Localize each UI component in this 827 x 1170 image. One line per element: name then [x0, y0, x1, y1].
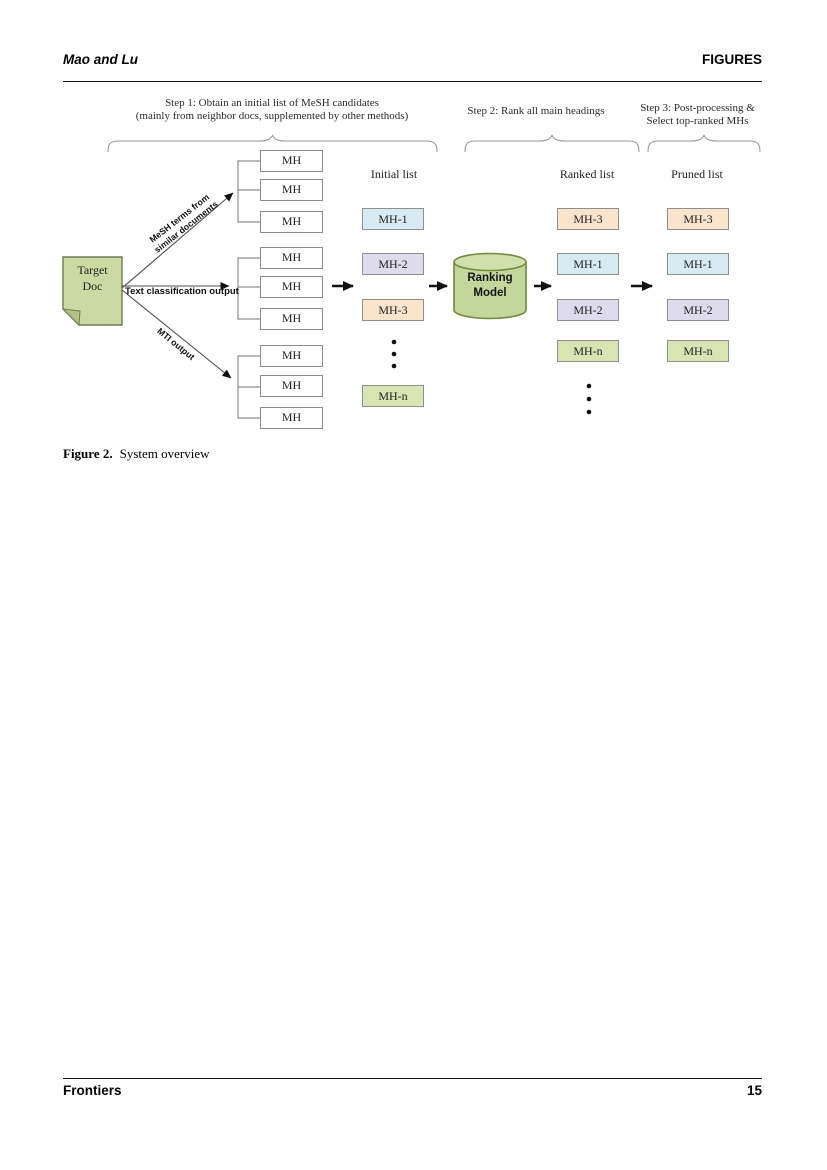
target-doc-label: Target Doc [77, 263, 108, 294]
group3-bracket [237, 355, 260, 419]
footer-rule [63, 1078, 762, 1080]
pruned-list-item: MH-1 [667, 253, 729, 275]
pruned-list-item: MH-n [667, 340, 729, 362]
ranking-model-label: Ranking Model [467, 272, 513, 299]
mh-candidate-box: MH [260, 308, 323, 330]
step2-label: Step 2: Rank all main headings [467, 105, 605, 117]
initial-list-item: MH-3 [362, 299, 424, 321]
ellipsis-ranked-list [586, 383, 592, 415]
figure-caption-text: System overview [119, 446, 210, 461]
step3-brace [647, 134, 761, 153]
ranked-list-title: Ranked list [559, 167, 615, 181]
step-braces [107, 134, 761, 153]
branch-label-text-classification: Text classification output [125, 286, 239, 297]
mh-candidate-box: MH [260, 150, 323, 172]
ranked-list-item: MH-3 [557, 208, 619, 230]
page-header: Mao and Lu FIGURES [63, 52, 762, 67]
mh-candidate-box: MH [260, 345, 323, 367]
mh-candidate-box: MH [260, 407, 323, 429]
ranked-list-item: MH-1 [557, 253, 619, 275]
ellipsis-initial-list [391, 339, 397, 369]
step3-label: Step 3: Post-processing & Select top-ran… [640, 102, 755, 128]
initial-list-item: MH-n [362, 385, 424, 407]
mh-candidate-box: MH [260, 179, 323, 201]
arrow-similar-docs [121, 192, 234, 289]
ranked-list-item: MH-n [557, 340, 619, 362]
ranked-list-item: MH-2 [557, 299, 619, 321]
group1-bracket [237, 160, 260, 223]
target-doc-shape [61, 256, 123, 327]
header-authors: Mao and Lu [63, 52, 138, 67]
mh-group-brackets [237, 160, 260, 419]
arrow-mti [121, 289, 232, 379]
header-rule [63, 81, 762, 83]
footer-journal: Frontiers [63, 1083, 122, 1098]
mh-candidate-box: MH [260, 247, 323, 269]
group2-bracket [237, 257, 260, 320]
mh-candidate-box: MH [260, 276, 323, 298]
diagram-graphics [61, 134, 761, 419]
step1-brace [107, 134, 438, 153]
pruned-list-title: Pruned list [671, 167, 723, 181]
mh-candidate-box: MH [260, 211, 323, 233]
mh-candidate-box: MH [260, 375, 323, 397]
initial-list-title: Initial list [370, 167, 418, 181]
step1-label: Step 1: Obtain an initial list of MeSH c… [135, 97, 409, 123]
initial-list-item: MH-1 [362, 208, 424, 230]
header-section-label: FIGURES [701, 52, 762, 67]
figure-caption: Figure 2. System overview [63, 446, 210, 462]
pruned-list-item: MH-2 [667, 299, 729, 321]
figure-caption-label: Figure 2. [63, 446, 113, 461]
pruned-list-item: MH-3 [667, 208, 729, 230]
page-footer: Frontiers 15 [63, 1083, 762, 1098]
branch-arrows [121, 192, 234, 379]
initial-list-item: MH-2 [362, 253, 424, 275]
ranking-model-cylinder [453, 252, 527, 320]
step2-brace [464, 134, 640, 153]
footer-page-number: 15 [746, 1083, 762, 1098]
